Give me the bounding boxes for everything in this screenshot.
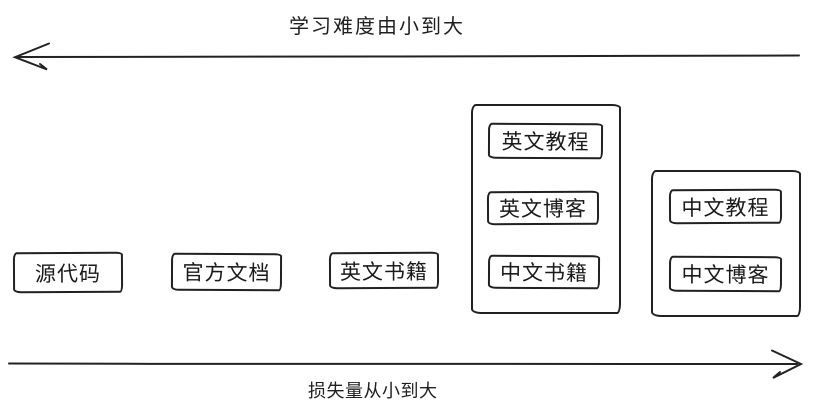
box-chinese-books-label: 中文书籍 <box>499 261 589 286</box>
box-english-tutorials-label: 英文教程 <box>501 130 590 155</box>
box-chinese-tutorials: 中文教程 <box>668 188 783 225</box>
box-chinese-tutorials-label: 中文教程 <box>681 196 770 220</box>
group-box-low-difficulty: 中文教程 中文博客 <box>651 170 801 317</box>
box-source-code-label: 源代码 <box>34 262 102 286</box>
box-english-blogs-label: 英文博客 <box>498 197 588 222</box>
box-english-books: 英文书籍 <box>328 251 440 290</box>
box-source-code: 源代码 <box>12 251 124 294</box>
box-chinese-blogs: 中文博客 <box>668 255 783 293</box>
box-official-docs: 官方文档 <box>170 252 283 292</box>
difficulty-axis-label: 学习难度由小到大 <box>289 16 465 38</box>
box-english-blogs: 英文博客 <box>486 190 600 226</box>
box-chinese-blogs-label: 中文博客 <box>681 263 770 288</box>
difficulty-left-arrow <box>12 42 800 71</box>
box-chinese-books: 中文书籍 <box>487 254 601 290</box>
group-box-mid-difficulty: 英文教程 英文博客 中文书籍 <box>471 104 621 314</box>
loss-axis-label: 损失量从小到大 <box>308 381 438 401</box>
box-english-books-label: 英文书籍 <box>339 260 429 284</box>
box-english-tutorials: 英文教程 <box>487 122 604 160</box>
loss-right-arrow <box>8 349 804 379</box>
box-official-docs-label: 官方文档 <box>182 261 271 286</box>
